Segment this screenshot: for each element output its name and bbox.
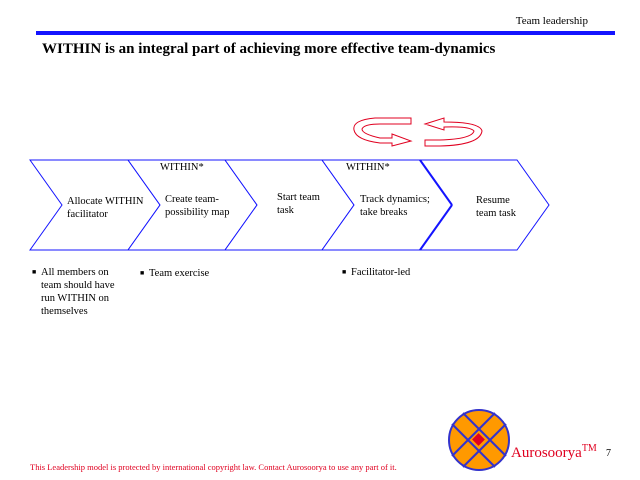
bullet-step-4: ■Facilitator-led [342,267,411,278]
page-number: 7 [606,448,611,459]
aurosoorya-logo [448,409,510,471]
step-4-tag: WITHIN* [346,162,390,173]
step-4-label: Track dynamics;take breaks [360,194,430,218]
step-2-label: Create team-possibility map [165,194,230,218]
bullet-step-2: ■Team exercise [140,268,210,279]
cycle-arrows-icon [353,117,483,147]
slide-title: WITHIN is an integral part of achieving … [42,41,496,57]
section-header: Team leadership [515,15,588,27]
header-rule [36,31,615,35]
chevrons [29,159,550,251]
brand-name: AurosooryaTM [511,443,597,461]
step-2-tag: WITHIN* [160,162,204,173]
copyright-notice: This Leadership model is protected by in… [30,462,397,472]
